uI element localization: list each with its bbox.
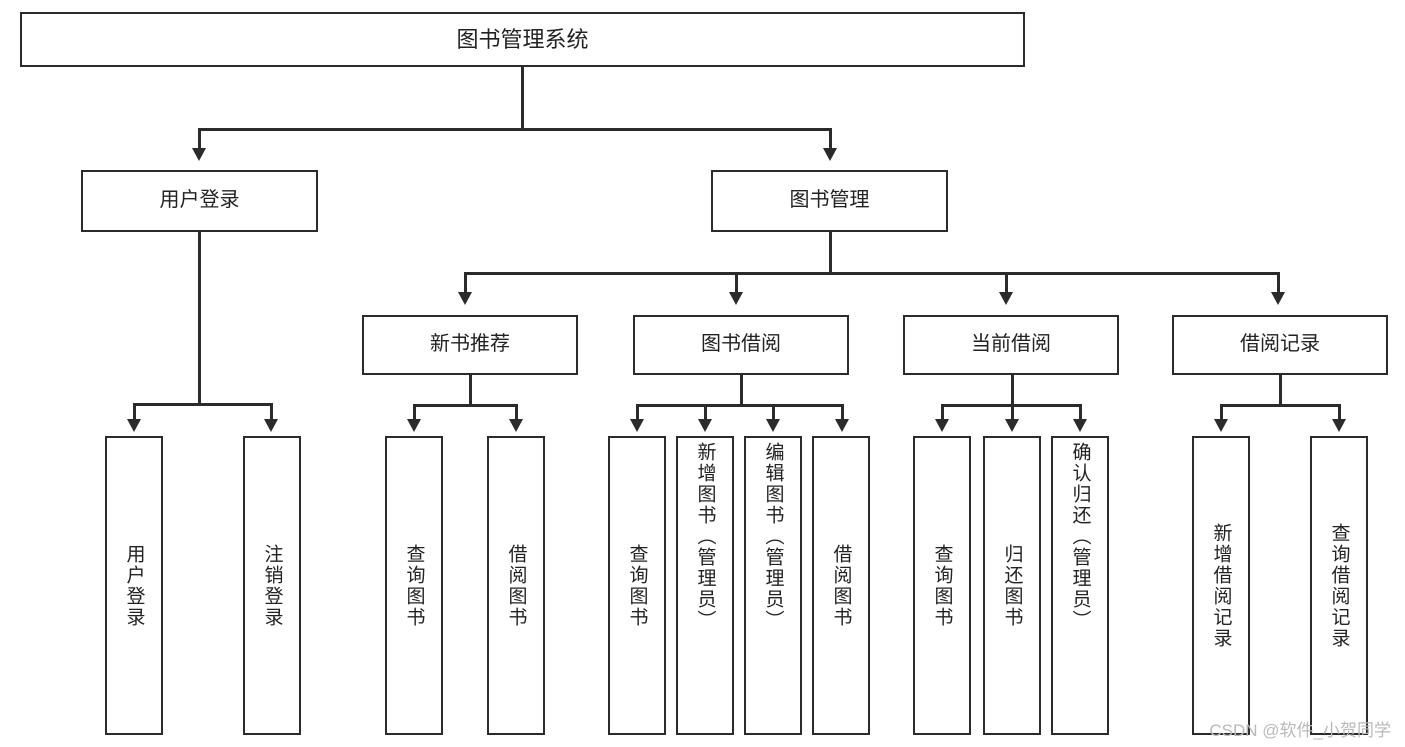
connector-bm-to-new-book: [464, 272, 467, 294]
connector-root-bus: [198, 128, 832, 131]
connector-book-management-bus: [464, 272, 1280, 275]
connector-bb-to-leaf-1: [636, 404, 639, 421]
node-current-borrow[interactable]: 当前借阅: [903, 315, 1119, 375]
node-label: 借阅图书: [505, 543, 527, 628]
connector-bb-to-leaf-2: [704, 404, 707, 421]
connector-cb-to-leaf-3: [1079, 404, 1082, 421]
arrowhead-bb-leaf-1: [630, 419, 644, 432]
arrowhead-bm-to-borrow-record: [1271, 292, 1285, 305]
node-book-management[interactable]: 图书管理: [711, 170, 948, 232]
node-label: 注销登录: [261, 543, 283, 628]
connector-borrow-record-bus: [1220, 404, 1340, 407]
node-label: 查询借阅记录: [1328, 522, 1350, 649]
connector-br-to-leaf-2: [1338, 404, 1341, 421]
leaf-return-book[interactable]: 归还图书: [983, 436, 1041, 735]
arrowhead-bm-to-current-borrow: [999, 292, 1013, 305]
connector-current-borrow-bus: [941, 404, 1080, 407]
arrowhead-bm-to-new-book: [458, 292, 472, 305]
connector-root-stem: [521, 67, 524, 129]
node-label: 用户登录: [159, 189, 240, 212]
arrowhead-bb-leaf-4: [835, 419, 849, 432]
leaf-add-book-admin[interactable]: 新增图书（管理员）: [676, 436, 734, 735]
leaf-borrow-book[interactable]: 借阅图书: [812, 436, 870, 735]
connector-user-login-stem: [198, 232, 201, 406]
arrowhead-cb-leaf-3: [1073, 419, 1087, 432]
node-new-book-recommend[interactable]: 新书推荐: [362, 315, 578, 375]
node-label: 查询图书: [626, 543, 648, 628]
arrowhead-new-book-leaf-1: [407, 419, 421, 432]
node-label: 借阅图书: [830, 543, 852, 628]
leaf-query-book-borrow[interactable]: 查询图书: [608, 436, 666, 735]
connector-bb-to-leaf-3: [772, 404, 775, 421]
connector-book-borrow-stem: [740, 375, 743, 407]
leaf-query-book-current[interactable]: 查询图书: [913, 436, 971, 735]
node-user-login[interactable]: 用户登录: [81, 170, 318, 232]
node-label: 当前借阅: [971, 333, 1051, 356]
node-label: 图书管理系统: [456, 26, 589, 52]
connector-root-to-book-management: [829, 128, 832, 150]
node-book-borrow[interactable]: 图书借阅: [633, 315, 849, 375]
connector-cb-to-leaf-1: [941, 404, 944, 421]
leaf-logout-login[interactable]: 注销登录: [243, 436, 301, 735]
connector-cb-to-leaf-2: [1011, 404, 1014, 421]
connector-bm-to-borrow-record: [1277, 272, 1280, 294]
arrowhead-root-to-book-management: [823, 148, 837, 161]
arrowhead-br-leaf-2: [1332, 419, 1346, 432]
arrowhead-br-leaf-1: [1214, 419, 1228, 432]
node-label: 归还图书: [1001, 543, 1023, 628]
connector-user-login-bus: [133, 403, 273, 406]
arrowhead-root-to-user-login: [192, 148, 206, 161]
connector-root-to-user-login: [198, 128, 201, 150]
node-label: 图书管理: [789, 189, 870, 212]
node-label: 用户登录: [123, 543, 145, 628]
connector-new-book-bus: [413, 404, 518, 407]
node-borrow-record[interactable]: 借阅记录: [1172, 315, 1388, 375]
connector-new-book-stem: [469, 375, 472, 407]
node-label: 新书推荐: [430, 333, 510, 356]
leaf-add-borrow-record[interactable]: 新增借阅记录: [1192, 436, 1250, 735]
arrowhead-new-book-leaf-2: [509, 419, 523, 432]
connector-borrow-record-stem: [1279, 375, 1282, 407]
connector-bm-to-book-borrow: [735, 272, 738, 294]
csdn-watermark: CSDN @软件_小贺同学: [1209, 721, 1391, 740]
node-root-book-management-system[interactable]: 图书管理系统: [20, 12, 1025, 67]
leaf-query-borrow-record[interactable]: 查询借阅记录: [1310, 436, 1368, 735]
node-label: 确认归还（管理员）: [1069, 442, 1091, 631]
arrowhead-cb-leaf-1: [935, 419, 949, 432]
arrowhead-bm-to-book-borrow: [729, 292, 743, 305]
node-label: 借阅记录: [1240, 333, 1320, 356]
leaf-confirm-return-admin[interactable]: 确认归还（管理员）: [1051, 436, 1109, 735]
leaf-edit-book-admin[interactable]: 编辑图书（管理员）: [744, 436, 802, 735]
connector-current-borrow-stem: [1011, 375, 1014, 407]
node-label: 新增图书（管理员）: [694, 442, 716, 631]
connector-book-management-stem: [829, 232, 832, 274]
arrowhead-user-login-leaf-2: [264, 419, 278, 432]
arrowhead-bb-leaf-3: [766, 419, 780, 432]
connector-bb-to-leaf-4: [841, 404, 844, 421]
node-label: 新增借阅记录: [1210, 522, 1232, 649]
node-label: 查询图书: [931, 543, 953, 628]
connector-bm-to-current-borrow: [1005, 272, 1008, 294]
connector-user-login-to-leaf-1: [133, 403, 136, 421]
connector-book-borrow-bus: [636, 404, 844, 407]
arrowhead-user-login-leaf-1: [127, 419, 141, 432]
node-label: 查询图书: [403, 543, 425, 628]
leaf-query-book-newbook[interactable]: 查询图书: [385, 436, 443, 735]
connector-new-book-to-leaf-1: [413, 404, 416, 421]
connector-br-to-leaf-1: [1220, 404, 1223, 421]
connector-new-book-to-leaf-2: [515, 404, 518, 421]
node-label: 编辑图书（管理员）: [762, 442, 784, 631]
node-label: 图书借阅: [701, 333, 781, 356]
arrowhead-cb-leaf-2: [1005, 419, 1019, 432]
connector-user-login-to-leaf-2: [270, 403, 273, 421]
leaf-user-login[interactable]: 用户登录: [105, 436, 163, 735]
arrowhead-bb-leaf-2: [698, 419, 712, 432]
leaf-borrow-book-newbook[interactable]: 借阅图书: [487, 436, 545, 735]
